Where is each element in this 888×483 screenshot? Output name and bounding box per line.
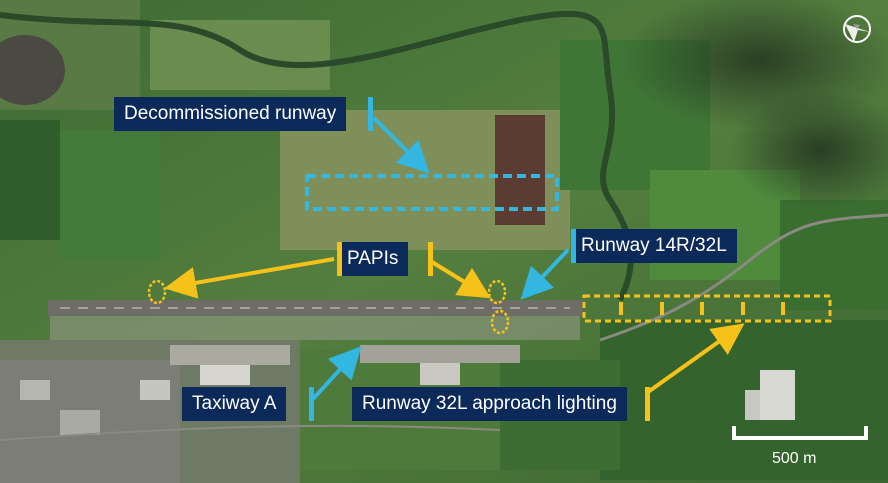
papis-bar-right	[428, 242, 433, 276]
taxiway-arrow	[310, 346, 362, 402]
approach-lighting-bar	[645, 387, 650, 421]
papis-arrow-east	[430, 260, 491, 299]
approach-lighting-outline	[582, 294, 832, 323]
taxiway-bar	[309, 387, 314, 421]
approach-lighting-label: Runway 32L approach lighting	[352, 387, 627, 421]
decommissioned-runway-arrow	[372, 116, 430, 174]
decommissioned-runway-outline	[305, 174, 559, 211]
runway-bar	[571, 229, 576, 263]
papi-marker-west	[147, 279, 167, 305]
decommissioned-runway-label: Decommissioned runway	[114, 97, 347, 131]
papi-marker-east-south	[490, 309, 510, 335]
papis-bar-left	[337, 242, 342, 276]
north-arrow-icon	[840, 12, 874, 51]
runway-arrow	[520, 248, 570, 300]
approach-lights	[619, 302, 785, 315]
decommissioned-runway-bar	[368, 97, 373, 131]
approach-lighting-arrow	[646, 323, 745, 394]
taxiway-label: Taxiway A	[182, 387, 287, 421]
runway-label: Runway 14R/32L	[571, 229, 737, 263]
scale-bar-graphic	[732, 426, 868, 440]
papi-marker-east-north	[487, 279, 507, 305]
papis-label: PAPIs	[337, 242, 409, 276]
papis-arrow-west	[164, 257, 335, 299]
scale-bar-label: 500 m	[772, 450, 817, 467]
